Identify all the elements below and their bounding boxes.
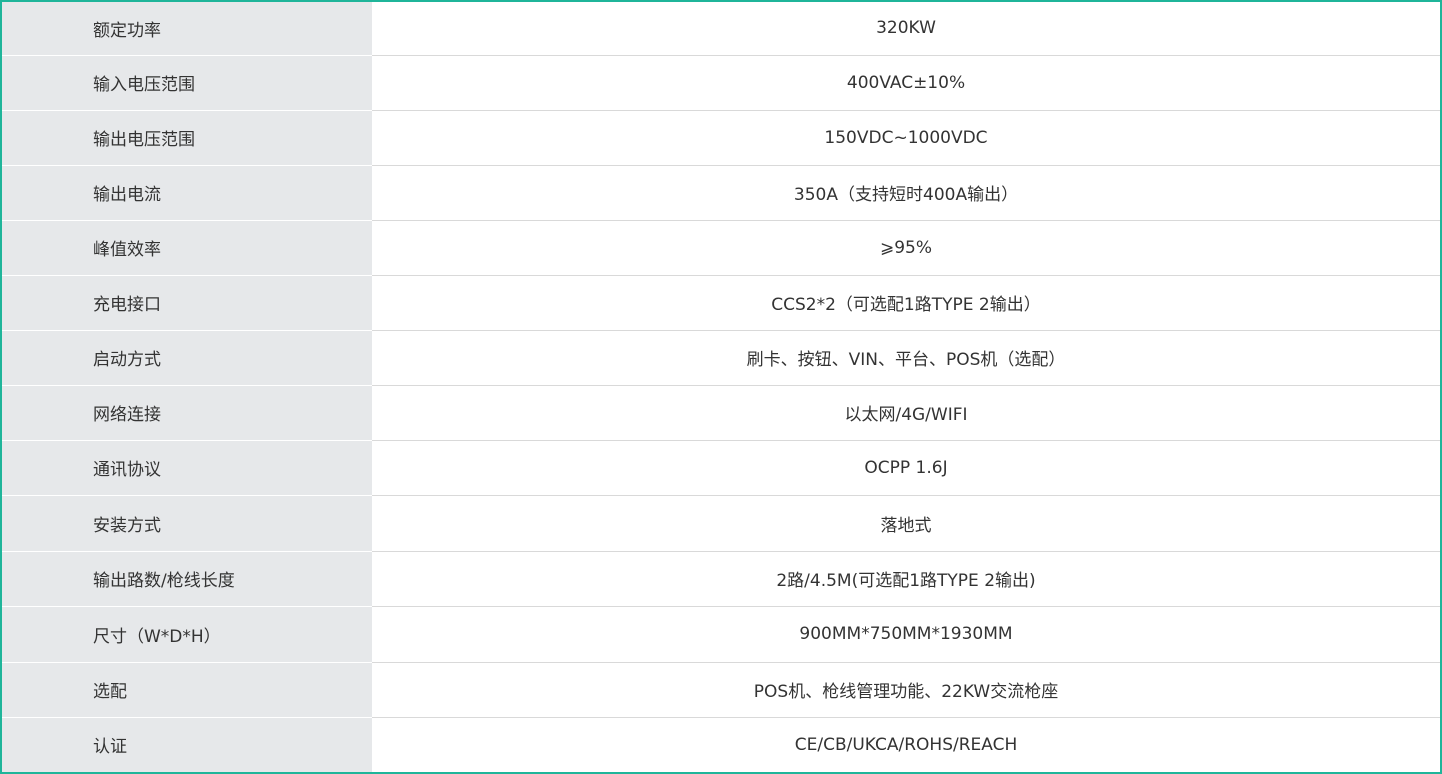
- spec-row-outputs-cable: 输出路数/枪线长度 2路/4.5M(可选配1路TYPE 2输出): [1, 551, 1441, 607]
- spec-value: 150VDC~1000VDC: [372, 110, 1441, 166]
- spec-label: 峰值效率: [1, 220, 372, 276]
- spec-row-charging-interface: 充电接口 CCS2*2（可选配1路TYPE 2输出）: [1, 275, 1441, 331]
- spec-value: 落地式: [372, 495, 1441, 552]
- spec-row-rated-power: 额定功率 320KW: [1, 1, 1441, 56]
- spec-label: 选配: [1, 662, 372, 718]
- spec-value: CCS2*2（可选配1路TYPE 2输出）: [372, 275, 1441, 331]
- spec-row-output-voltage: 输出电压范围 150VDC~1000VDC: [1, 110, 1441, 166]
- spec-label: 充电接口: [1, 275, 372, 331]
- spec-row-network: 网络连接 以太网/4G/WIFI: [1, 385, 1441, 441]
- spec-value: CE/CB/UKCA/ROHS/REACH: [372, 717, 1441, 773]
- spec-row-output-current: 输出电流 350A（支持短时400A输出）: [1, 165, 1441, 221]
- spec-row-installation: 安装方式 落地式: [1, 495, 1441, 552]
- spec-label: 认证: [1, 717, 372, 773]
- spec-value: 320KW: [372, 1, 1441, 56]
- spec-label: 输出电流: [1, 165, 372, 221]
- spec-row-start-method: 启动方式 刷卡、按钮、VIN、平台、POS机（选配）: [1, 330, 1441, 386]
- spec-row-input-voltage: 输入电压范围 400VAC±10%: [1, 55, 1441, 111]
- spec-row-peak-efficiency: 峰值效率 ⩾95%: [1, 220, 1441, 276]
- spec-row-protocol: 通讯协议 OCPP 1.6J: [1, 440, 1441, 496]
- spec-label: 网络连接: [1, 385, 372, 441]
- spec-row-certification: 认证 CE/CB/UKCA/ROHS/REACH: [1, 717, 1441, 773]
- spec-label: 尺寸（W*D*H）: [1, 606, 372, 663]
- spec-value: POS机、枪线管理功能、22KW交流枪座: [372, 662, 1441, 718]
- spec-value: OCPP 1.6J: [372, 440, 1441, 496]
- spec-label: 启动方式: [1, 330, 372, 386]
- spec-value: 400VAC±10%: [372, 55, 1441, 111]
- spec-label: 额定功率: [1, 1, 372, 56]
- spec-value: 900MM*750MM*1930MM: [372, 606, 1441, 663]
- spec-row-dimensions: 尺寸（W*D*H） 900MM*750MM*1930MM: [1, 606, 1441, 663]
- spec-label: 输入电压范围: [1, 55, 372, 111]
- spec-label: 通讯协议: [1, 440, 372, 496]
- spec-value: 刷卡、按钮、VIN、平台、POS机（选配）: [372, 330, 1441, 386]
- spec-label: 安装方式: [1, 495, 372, 552]
- spec-label: 输出电压范围: [1, 110, 372, 166]
- spec-label: 输出路数/枪线长度: [1, 551, 372, 607]
- spec-value: 以太网/4G/WIFI: [372, 385, 1441, 441]
- spec-value: 2路/4.5M(可选配1路TYPE 2输出): [372, 551, 1441, 607]
- spec-value: ⩾95%: [372, 220, 1441, 276]
- spec-value: 350A（支持短时400A输出）: [372, 165, 1441, 221]
- spec-row-options: 选配 POS机、枪线管理功能、22KW交流枪座: [1, 662, 1441, 718]
